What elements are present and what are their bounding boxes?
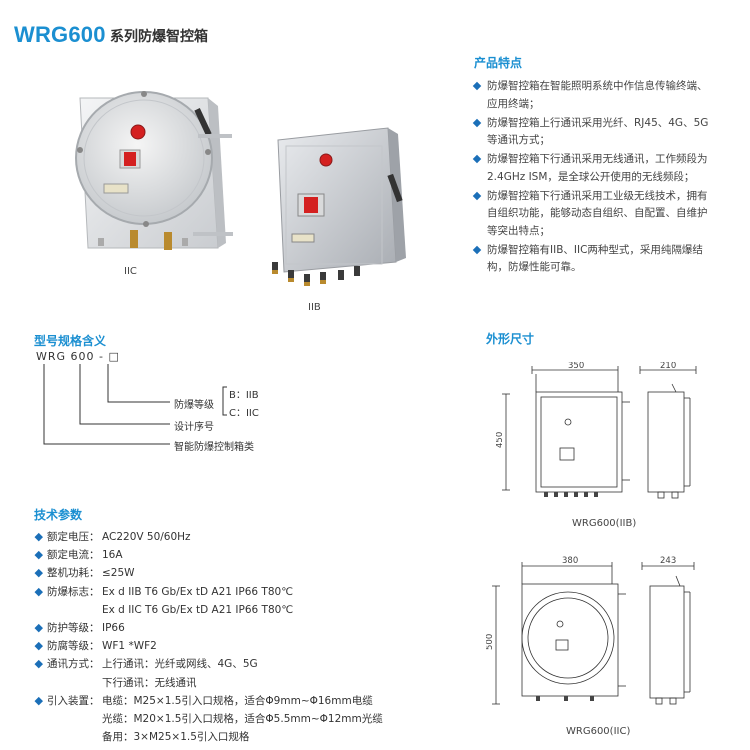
- tech-spec-key: 防护等级：: [47, 621, 100, 634]
- tech-spec-value: WF1 *WF2: [102, 640, 157, 653]
- diamond-bullet-icon: [34, 660, 43, 668]
- feature-item: 防爆智控箱在智能照明系统中作信息传输终端、应用终端；: [472, 78, 714, 113]
- model-spec-title: 型号规格含义: [34, 334, 107, 348]
- grade-b: B：IIB: [229, 390, 259, 401]
- photo-iib-label: IIB: [308, 302, 321, 313]
- tech-spec-row: 额定电压：AC220V 50/60Hz: [34, 528, 416, 546]
- iib-width-label: 350: [568, 362, 584, 371]
- tech-spec-value: 上行通讯：光纤或网线、4G、5G: [102, 658, 258, 671]
- tech-spec-value: IP66: [102, 621, 125, 634]
- model-code-leader-lines: [43, 364, 170, 445]
- iic-height-label: 500: [486, 634, 495, 650]
- tech-spec-key: 防爆标志：: [47, 585, 100, 598]
- tech-spec-value: 下行通讯：无线通讯: [102, 676, 197, 689]
- feature-item: 防爆智控箱上行通讯采用光纤、RJ45、4G、5G等通讯方式；: [472, 115, 714, 150]
- features-list: 防爆智控箱在智能照明系统中作信息传输终端、应用终端； 防爆智控箱上行通讯采用光纤…: [472, 78, 714, 278]
- iib-depth-label: 210: [660, 362, 676, 371]
- tech-spec-row: 防护等级：IP66: [34, 619, 416, 637]
- iic-width-label: 380: [562, 556, 578, 566]
- diamond-bullet-icon: [472, 191, 482, 200]
- tech-spec-key: 防腐等级：: [47, 640, 100, 653]
- design-label: 设计序号: [174, 422, 214, 433]
- tech-spec-row: 额定电流：16A: [34, 546, 416, 564]
- feature-item: 防爆智控箱下行通讯采用无线通讯，工作频段为2.4GHz ISM，是全球公开使用的…: [472, 151, 714, 186]
- photo-iic-label: IIC: [124, 266, 137, 277]
- model-code: WRG 600 - □: [36, 350, 120, 363]
- photo-iib: [258, 122, 418, 298]
- tech-spec-key: 额定电流：: [47, 549, 100, 562]
- tech-spec-value: 备用：3×M25×1.5引入口规格: [102, 731, 250, 744]
- tech-spec-value: Ex d IIB T6 Gb/Ex tD A21 IP66 T80℃: [102, 585, 293, 598]
- outline-drawing-iic: 380 243 500: [486, 556, 695, 705]
- product-name: 系列防爆智控箱: [110, 29, 208, 45]
- tech-spec-row: 备用：3×M25×1.5引入口规格: [36, 728, 416, 746]
- iib-height-label: 450: [496, 432, 505, 448]
- tech-spec-value: AC220V 50/60Hz: [102, 531, 191, 543]
- product-model: WRG600: [14, 22, 106, 47]
- tech-spec-value: Ex d IIC T6 Gb/Ex tD A21 IP66 T80℃: [102, 603, 294, 616]
- tech-spec-row: 光缆：M20×1.5引入口规格，适合Φ5.5mm~Φ12mm光缆: [36, 710, 416, 728]
- diamond-bullet-icon: [34, 696, 43, 705]
- category-label: 智能防爆控制箱类: [174, 442, 254, 453]
- features-title: 产品特点: [474, 56, 523, 70]
- tech-spec-row: 整机功耗：≤25W: [34, 564, 416, 582]
- tech-spec-row: 下行通讯：无线通讯: [36, 674, 416, 692]
- tech-spec-row: 引入装置：电缆：M25×1.5引入口规格，适合Φ9mm~Φ16mm电缆: [34, 692, 416, 710]
- diamond-bullet-icon: [34, 623, 43, 632]
- diamond-bullet-icon: [34, 569, 43, 578]
- diamond-bullet-icon: [34, 641, 43, 650]
- diamond-bullet-icon: [34, 532, 43, 541]
- diamond-bullet-icon: [34, 587, 43, 596]
- tech-spec-key: 整机功耗：: [47, 567, 100, 580]
- iic-depth-label: 243: [660, 556, 676, 566]
- enclosure-iib-image: [272, 127, 406, 286]
- tech-spec-value: ≤25W: [102, 567, 135, 580]
- grade-label: 防爆等级: [174, 400, 214, 411]
- photo-iic: [58, 88, 243, 278]
- outline-drawing-iib: 350 210 450: [496, 362, 697, 499]
- tech-spec-key: 通讯方式：: [47, 658, 100, 671]
- feature-item: 防爆智控箱下行通讯采用工业级无线技术，拥有自组织功能，能够动态自组织、自配置、自…: [472, 188, 714, 241]
- tech-spec-key: 额定电压：: [47, 531, 100, 543]
- tech-spec-key: 引入装置：: [47, 694, 100, 707]
- tech-spec-value: 光缆：M20×1.5引入口规格，适合Φ5.5mm~Φ12mm光缆: [102, 712, 383, 725]
- tech-spec-row: 防腐等级：WF1 *WF2: [34, 637, 416, 655]
- tech-spec-row: Ex d IIC T6 Gb/Ex tD A21 IP66 T80℃: [36, 601, 416, 619]
- tech-title: 技术参数: [34, 508, 83, 522]
- diamond-bullet-icon: [472, 154, 482, 164]
- tech-spec-row: 通讯方式：上行通讯：光纤或网线、4G、5G: [34, 655, 416, 673]
- iic-outline-caption: WRG600(IIC): [566, 726, 631, 737]
- diamond-bullet-icon: [472, 245, 482, 254]
- iib-outline-caption: WRG600(IIB): [572, 518, 637, 529]
- outline-title: 外形尺寸: [486, 332, 535, 346]
- grade-c: C：IIC: [229, 408, 259, 419]
- diamond-bullet-icon: [34, 551, 43, 559]
- feature-item: 防爆智控箱有IIB、IIC两种型式，采用纯隔爆结构，防爆性能可靠。: [472, 242, 714, 277]
- diamond-bullet-icon: [472, 81, 482, 91]
- diamond-bullet-icon: [472, 118, 482, 127]
- tech-spec-row: 防爆标志：Ex d IIB T6 Gb/Ex tD A21 IP66 T80℃: [34, 583, 416, 601]
- grade-bracket: [222, 386, 227, 416]
- tech-spec-value: 电缆：M25×1.5引入口规格，适合Φ9mm~Φ16mm电缆: [102, 694, 373, 707]
- enclosure-iic-image: [75, 91, 233, 250]
- tech-spec-value: 16A: [102, 549, 123, 562]
